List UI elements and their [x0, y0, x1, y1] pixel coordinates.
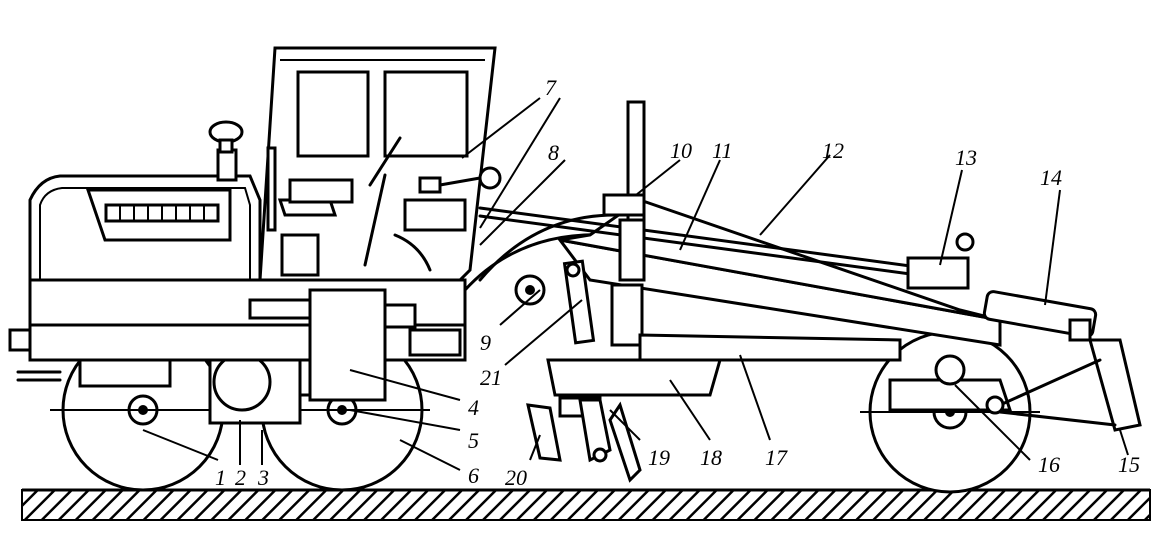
- label-16: 16: [1038, 452, 1060, 477]
- ground: [21, 488, 1151, 521]
- label-17: 17: [765, 445, 788, 470]
- label-1: 1: [215, 465, 226, 490]
- label-13: 13: [955, 145, 977, 170]
- label-7: 7: [545, 75, 557, 100]
- drawbar: [638, 333, 902, 362]
- lift-rod: [478, 206, 942, 280]
- label-9: 9: [480, 330, 491, 355]
- gearbox: [248, 288, 462, 402]
- label-14: 14: [1040, 165, 1062, 190]
- label-3: 3: [257, 465, 269, 490]
- label-8: 8: [548, 140, 559, 165]
- turntable-blade: [546, 358, 722, 418]
- front-axle: [888, 354, 1013, 412]
- label-12: 12: [822, 138, 844, 163]
- engine-hood: [28, 120, 262, 282]
- label-19: 19: [648, 445, 670, 470]
- label-2: 2: [235, 465, 246, 490]
- front-blade-cylinder: [982, 290, 1098, 342]
- label-6: 6: [468, 463, 479, 488]
- label-11: 11: [712, 138, 732, 163]
- leader-lines: [142, 97, 1129, 471]
- label-15: 15: [1118, 452, 1140, 477]
- label-4: 4: [468, 395, 479, 420]
- label-5: 5: [468, 428, 479, 453]
- cab: [258, 46, 502, 282]
- front-blade: [985, 338, 1142, 432]
- steering-cylinder: [906, 232, 975, 290]
- scarifier: [526, 398, 642, 483]
- label-21: 21: [480, 365, 502, 390]
- label-18: 18: [700, 445, 722, 470]
- swivel-joint: [514, 274, 546, 306]
- label-10: 10: [670, 138, 692, 163]
- label-20: 20: [505, 465, 527, 490]
